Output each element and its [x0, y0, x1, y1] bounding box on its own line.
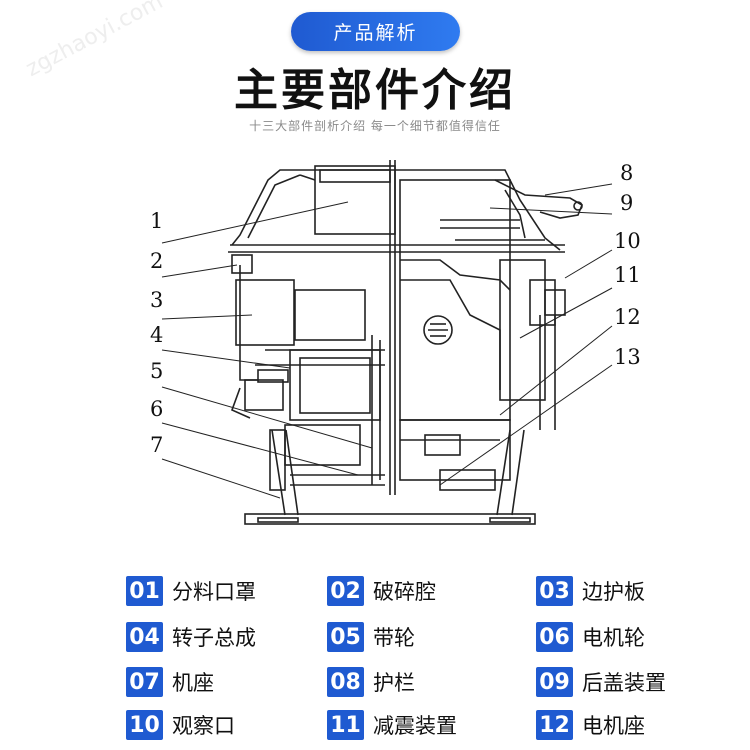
legend-label: 转子总成	[172, 626, 256, 650]
callout-5: 5	[150, 359, 163, 383]
legend-num: 08	[327, 667, 364, 697]
legend-label: 减震装置	[373, 714, 457, 738]
legend-num: 03	[536, 576, 573, 606]
legend-label: 电机座	[582, 714, 645, 738]
legend-item: 04 转子总成	[126, 620, 256, 654]
legend-num: 02	[327, 576, 364, 606]
legend-item: 02 破碎腔	[327, 574, 436, 608]
legend-item: 01 分料口罩	[126, 574, 256, 608]
page-subtitle: 十三大部件剖析介绍 每一个细节都值得信任	[249, 119, 501, 133]
legend-num: 11	[327, 710, 364, 740]
legend-num: 01	[126, 576, 163, 606]
legend-label: 破碎腔	[373, 580, 436, 604]
callout-9: 9	[620, 191, 633, 215]
legend-num: 06	[536, 622, 573, 652]
page-title: 主要部件介绍	[234, 65, 516, 116]
callout-1: 1	[150, 209, 163, 233]
callout-7: 7	[150, 433, 163, 457]
legend-item: 08 护栏	[327, 665, 415, 699]
legend-num: 04	[126, 622, 163, 652]
legend-item: 07 机座	[126, 665, 214, 699]
legend-label: 后盖装置	[582, 671, 666, 695]
legend-num: 12	[536, 710, 573, 740]
callout-2: 2	[150, 249, 163, 273]
legend-item: 06 电机轮	[536, 620, 645, 654]
legend-label: 分料口罩	[172, 580, 256, 604]
callout-10: 10	[614, 229, 641, 253]
callout-4: 4	[150, 323, 163, 347]
callout-12: 12	[614, 305, 641, 329]
legend-label: 护栏	[373, 671, 415, 695]
machine-drawing	[228, 160, 583, 525]
legend-item: 10 观察口	[126, 708, 235, 742]
legend-label: 观察口	[172, 714, 235, 738]
callout-3: 3	[150, 288, 163, 312]
legend-item: 11 减震装置	[327, 708, 457, 742]
legend-num: 10	[126, 710, 163, 740]
callout-13: 13	[614, 345, 641, 369]
legend-item: 03 边护板	[536, 574, 645, 608]
legend-label: 电机轮	[582, 626, 645, 650]
callout-6: 6	[150, 397, 163, 421]
callout-11: 11	[614, 263, 641, 287]
callout-leaders	[161, 183, 613, 499]
section-badge: 产品解析	[291, 12, 460, 51]
legend-label: 边护板	[582, 580, 645, 604]
legend-num: 05	[327, 622, 364, 652]
crusher-diagram: 1 2 3 4 5 6 7 8 9 10 11 12 13	[150, 160, 641, 525]
legend-item: 09 后盖装置	[536, 665, 666, 699]
legend-num: 07	[126, 667, 163, 697]
legend-label: 机座	[172, 671, 214, 695]
callout-numbers: 1 2 3 4 5 6 7 8 9 10 11 12 13	[150, 161, 641, 457]
callout-8: 8	[620, 161, 633, 185]
legend-item: 05 带轮	[327, 620, 415, 654]
legend-item: 12 电机座	[536, 708, 645, 742]
legend-label: 带轮	[373, 626, 415, 650]
legend-num: 09	[536, 667, 573, 697]
